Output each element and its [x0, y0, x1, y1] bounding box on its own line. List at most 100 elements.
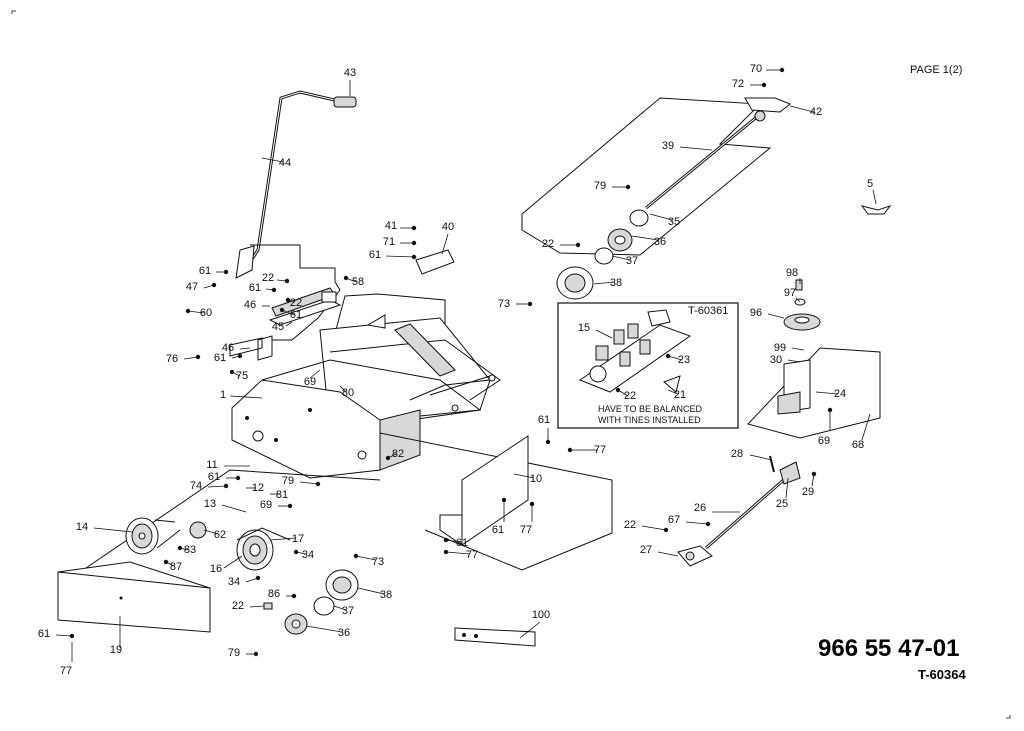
leader-line — [261, 157, 284, 163]
callout-29: 29 — [802, 471, 817, 498]
callout-number: 75 — [236, 370, 248, 382]
callout-number: 76 — [166, 353, 178, 365]
fastener-dot — [223, 269, 229, 275]
lever-bracket-assembly — [229, 244, 342, 361]
callout-number: 17 — [292, 533, 304, 545]
callout-28: 28 — [731, 448, 773, 461]
fastener-dot — [177, 545, 183, 551]
callout-number: 19 — [110, 644, 122, 656]
shaft-outline — [379, 432, 613, 571]
leader-line — [685, 521, 709, 525]
callout-number: 22 — [624, 390, 636, 402]
callout-69-2: 69 — [260, 499, 293, 511]
callout-number: 70 — [750, 63, 762, 75]
leader-line — [519, 621, 541, 639]
callout-number: 80 — [342, 387, 354, 399]
fastener-dot — [663, 527, 669, 533]
leader-line — [872, 189, 877, 205]
fastener-dot — [195, 354, 201, 360]
callout-75: 75 — [229, 369, 248, 382]
leader-line — [285, 321, 293, 327]
leader-line — [611, 255, 631, 261]
leader-line — [785, 477, 789, 499]
callout-22-6: 22 — [624, 519, 669, 533]
callout-46-2: 46 — [222, 342, 251, 354]
fastener-dot — [567, 447, 573, 453]
leader-line — [269, 537, 297, 541]
callout-36-2: 36 — [631, 235, 666, 248]
gearbox — [747, 279, 881, 439]
fastener-dot — [385, 455, 391, 461]
callout-number: 21 — [674, 389, 686, 401]
callout-98: 98 — [786, 267, 801, 284]
fastener-dot — [411, 240, 417, 246]
callout-number: 72 — [732, 78, 744, 90]
fastener-dot — [545, 439, 551, 445]
fastener-dot — [811, 471, 817, 477]
inset-note-line1: HAVE TO BE BALANCED — [598, 404, 703, 414]
callout-99: 99 — [774, 342, 805, 354]
leader-line — [641, 525, 667, 531]
fastener-dot — [665, 353, 671, 359]
plate-40 — [415, 249, 455, 275]
callout-number: 86 — [268, 588, 280, 600]
leader-line — [441, 233, 449, 255]
handle-grip — [333, 96, 357, 108]
callout-number: 36 — [654, 236, 666, 248]
callout-13: 13 — [204, 498, 247, 513]
callout-number: 82 — [392, 448, 404, 460]
leader-line — [357, 587, 385, 595]
fastener-dot — [501, 497, 507, 503]
part-number: 966 55 47-01 — [818, 635, 959, 662]
callout-number: 12 — [252, 482, 264, 494]
leader-line — [55, 634, 73, 637]
callout-34-2: 34 — [228, 575, 261, 588]
fastener-dot — [285, 297, 291, 303]
callout-number: 61 — [456, 537, 468, 549]
callout-43: 43 — [344, 67, 356, 96]
callout-73: 73 — [353, 553, 384, 568]
leader-line — [595, 329, 613, 339]
leader-line — [649, 213, 673, 221]
fastener-dot — [163, 559, 169, 565]
callout-number: 46 — [244, 299, 256, 311]
leader-line — [339, 385, 347, 393]
fastener-dot — [527, 301, 533, 307]
callout-number: 15 — [578, 322, 590, 334]
leader-line — [207, 485, 227, 488]
callout-number: 69 — [260, 499, 272, 511]
fastener-dot — [761, 82, 767, 88]
callout-81: 81 — [270, 489, 288, 501]
callout-70: 70 — [750, 63, 785, 75]
leader-line — [309, 369, 321, 379]
callout-44: 44 — [261, 157, 291, 169]
leader-line — [445, 539, 461, 543]
callout-number: 61 — [208, 471, 220, 483]
callout-number: 45 — [272, 321, 284, 333]
callout-number: 10 — [530, 473, 542, 485]
callout-47: 47 — [186, 281, 217, 293]
callout-24: 24 — [815, 388, 846, 400]
callout-number: 79 — [282, 475, 294, 487]
fastener-dot — [211, 282, 217, 288]
leader-line — [239, 347, 251, 350]
callout-number: 11 — [206, 459, 217, 471]
callout-number: 44 — [279, 157, 291, 169]
callout-number: 60 — [200, 307, 212, 319]
callout-number: 98 — [786, 267, 798, 279]
callout-10: 10 — [513, 473, 542, 485]
leader-line — [795, 297, 801, 303]
callout-46: 46 — [244, 299, 270, 311]
callout-61-5: 61 — [214, 352, 243, 364]
callout-number: 74 — [190, 480, 202, 492]
leader-line — [187, 310, 205, 314]
leader-line — [631, 235, 659, 241]
callout-22: 22 — [262, 272, 290, 284]
callout-62: 62 — [203, 529, 226, 541]
lower-bearing-parts — [263, 569, 359, 635]
callout-number: 46 — [222, 342, 234, 354]
callout-number: 1 — [220, 389, 226, 401]
fastener-dot — [271, 287, 277, 293]
callout-30: 30 — [770, 354, 801, 366]
